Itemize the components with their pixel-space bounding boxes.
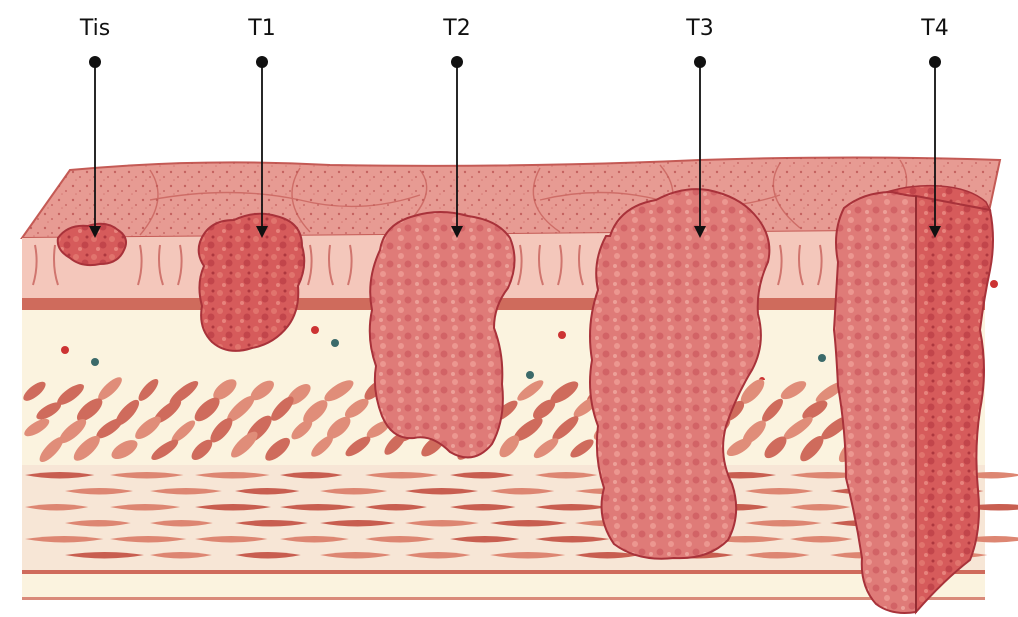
serosa-top [22,570,985,574]
serosa-bottom [22,597,985,600]
stage-label-t1: T1 [247,16,275,41]
stage-label-t4: T4 [920,16,948,41]
stage-label-t3: T3 [685,16,713,41]
stage-label-t2: T2 [442,16,470,41]
stage-label-tis: Tis [79,16,110,41]
tumor-t2 [370,212,515,457]
serosa [22,574,985,598]
